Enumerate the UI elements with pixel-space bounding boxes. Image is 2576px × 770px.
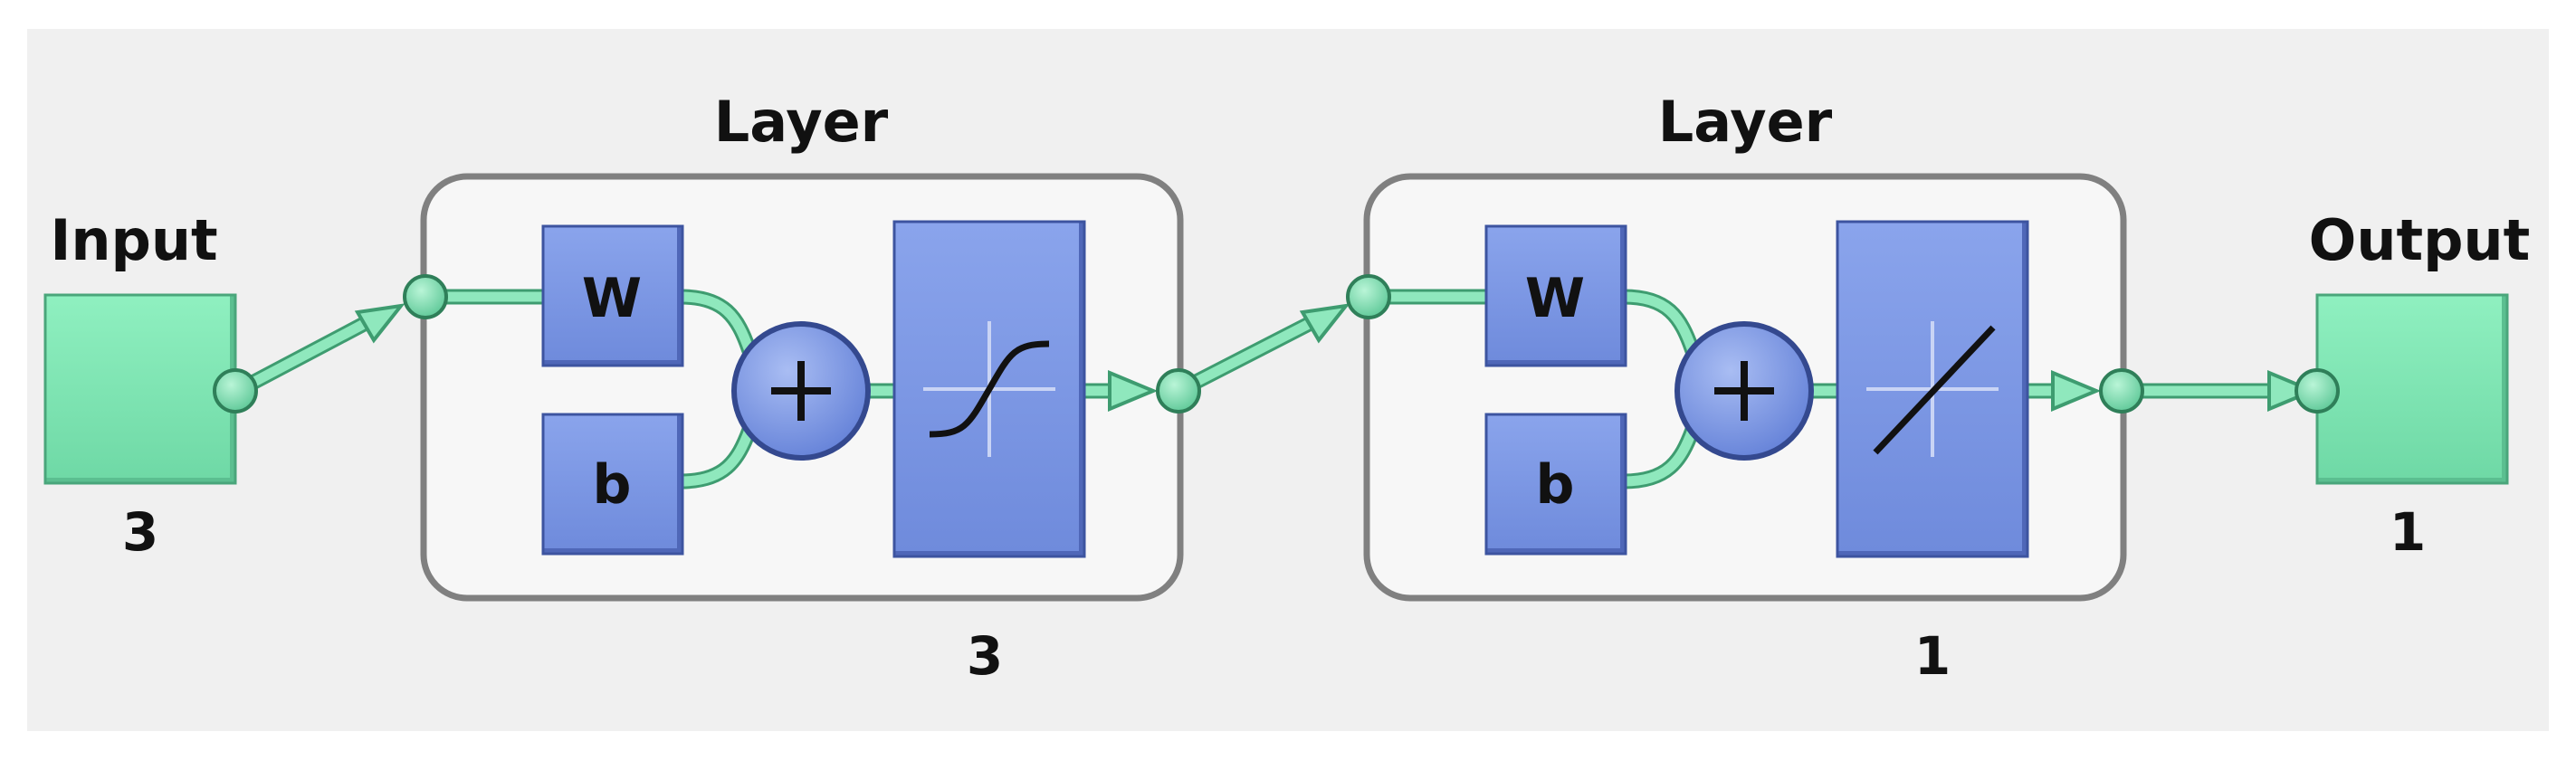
layer1-bias-block [541, 413, 684, 556]
connector-layer1-to-layer2 [1170, 303, 1350, 399]
output-block [2315, 293, 2509, 485]
diagram-background [27, 29, 2549, 731]
layer1-size: 3 [967, 625, 1003, 687]
purelin-icon [1873, 325, 1996, 455]
output-size: 1 [2390, 501, 2426, 563]
layer2-sum-icon [1674, 321, 1814, 461]
input-size: 3 [122, 501, 158, 563]
layer2-input-node [1346, 274, 1391, 319]
layer1-weight-label: W [582, 267, 642, 330]
layer1-sum-icon [731, 321, 871, 461]
output-label: Output [2309, 207, 2531, 273]
output-input-node [2295, 368, 2340, 414]
layer2-bias-block [1484, 413, 1627, 556]
connector-input-to-layer1 [229, 303, 405, 399]
layer1-bias-label: b [593, 453, 632, 517]
layer1-title: Layer [714, 89, 889, 155]
layer2-bias-label: b [1536, 453, 1575, 517]
layer2-output-node [2099, 368, 2144, 414]
layer1-weight-block [541, 224, 684, 367]
input-block [43, 293, 237, 485]
layer1-output-node [1156, 368, 1201, 414]
layer2-size: 1 [1914, 625, 1951, 687]
input-label: Input [50, 207, 217, 273]
layer2-title: Layer [1658, 89, 1833, 155]
connector-layer2-to-output [2122, 370, 2318, 412]
layer1-input-node [403, 274, 448, 319]
layer2-weight-block [1484, 224, 1627, 367]
tansig-icon [929, 340, 1050, 438]
input-output-node [213, 368, 258, 414]
layer2-weight-label: W [1525, 267, 1585, 330]
